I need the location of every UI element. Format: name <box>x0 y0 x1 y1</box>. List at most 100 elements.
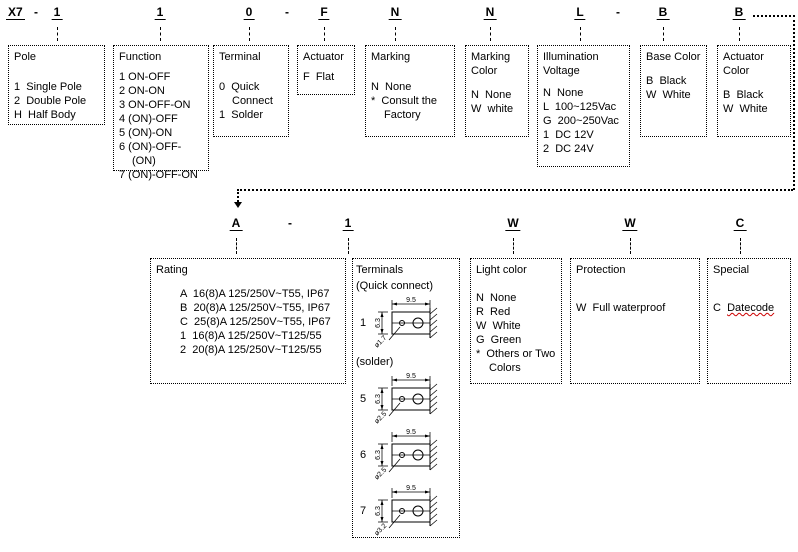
option-line: 2 20(8)A 125/250V~T125/55 <box>180 344 322 356</box>
option-line: 1 ON-OFF <box>119 71 171 83</box>
svg-text:ø1.7: ø1.7 <box>373 334 388 349</box>
routing-arrow-icon <box>234 202 242 208</box>
terminal-code: 7 <box>359 505 367 517</box>
box-title: Marking Color <box>471 51 514 77</box>
terminal-figure-list: 5 9.5 6.3 ø2.5 <box>356 371 456 539</box>
code-char-marking: N <box>388 5 402 20</box>
option-line: 7 (ON)-OFF-ON <box>119 169 198 181</box>
box-title: Terminal <box>219 51 261 63</box>
routing-dotted-line <box>753 15 795 17</box>
code-char-terminal: 0 <box>243 5 255 20</box>
option-list: B Black W White <box>723 88 785 116</box>
code-char-pole: 1 <box>51 5 63 20</box>
option-line: H Half Body <box>14 109 76 121</box>
svg-text:9.5: 9.5 <box>406 297 416 304</box>
box-title: Terminals <box>356 264 404 276</box>
svg-text:9.5: 9.5 <box>406 429 416 436</box>
marking-box: Marking N None* Consult the Factory <box>365 45 455 137</box>
option-line: 3 ON-OFF-ON <box>119 99 191 111</box>
option-line: L 100~125Vac <box>543 101 617 113</box>
terminal-code: 6 <box>359 449 367 461</box>
connector <box>663 27 664 41</box>
option-line: 2 DC 24V <box>543 143 594 155</box>
option-line: B Black <box>646 75 687 87</box>
option-list: W Full waterproof <box>576 301 694 315</box>
connector <box>395 27 396 41</box>
box-title: Marking <box>371 51 411 63</box>
code-dash: - <box>285 5 289 19</box>
option-line: W Full waterproof <box>576 302 666 314</box>
connector <box>513 238 514 254</box>
svg-text:6.3: 6.3 <box>375 450 382 460</box>
code-char-base-color: B <box>656 5 670 20</box>
routing-dotted-line <box>237 189 793 191</box>
connector <box>57 27 58 41</box>
connector <box>740 238 741 254</box>
option-line: R Red <box>476 306 511 318</box>
actuator-box: Actuator F Flat <box>297 45 355 95</box>
series-code: X7 <box>6 5 25 20</box>
option-line: 1 Single Pole <box>14 81 82 93</box>
option-line: N None <box>543 87 584 99</box>
svg-text:9.5: 9.5 <box>406 373 416 380</box>
option-line: N None <box>371 81 412 93</box>
connector <box>630 238 631 254</box>
terminals-quick-connect-label: (Quick connect) <box>356 280 434 292</box>
option-line: W White <box>646 89 691 101</box>
option-list: N None W white <box>471 88 523 116</box>
option-line: A 16(8)A 125/250V~T55, IP67 <box>180 288 330 300</box>
option-line: B 20(8)A 125/250V~T55, IP67 <box>180 302 331 314</box>
option-list: A 16(8)A 125/250V~T55, IP67 B 20(8)A 125/… <box>156 287 340 357</box>
terminal-figure: 5 9.5 6.3 ø2.5 <box>358 371 456 427</box>
marking-color-box: Marking Color N None W white <box>465 45 529 137</box>
terminal-figure: 1 9.5 6.3 ø1.7 <box>358 295 456 351</box>
terminal-figure: 7 9.5 6.3 ø3.2 <box>358 483 456 539</box>
code-char-terminals: 1 <box>342 216 354 231</box>
svg-text:6.3: 6.3 <box>375 394 382 404</box>
connector <box>580 27 581 41</box>
option-list: B Black W White <box>646 74 701 102</box>
code-char-actuator: F <box>318 5 330 20</box>
option-line: 0 Quick Connect <box>219 81 273 107</box>
terminals-solder-label: (solder) <box>356 356 394 368</box>
code-dash: - <box>288 216 292 230</box>
terminal-drawing: 9.5 6.3 ø3.2 <box>373 485 438 537</box>
code-dash: - <box>34 5 38 19</box>
box-title: Protection <box>576 264 626 276</box>
terminal-code: 1 <box>359 317 367 329</box>
code-char-special: C <box>733 216 747 231</box>
svg-text:6.3: 6.3 <box>375 506 382 516</box>
svg-text:6.3: 6.3 <box>375 318 382 328</box>
connector <box>490 27 491 41</box>
option-line: 1 Solder <box>219 109 264 121</box>
option-line: W white <box>471 103 514 115</box>
terminal-figure-list: 1 9.5 6.3 ø1.7 <box>356 295 456 351</box>
option-line: W White <box>476 320 521 332</box>
box-title: Special <box>713 264 750 276</box>
special-box: Special C Datecode <box>707 258 791 384</box>
box-title: Light color <box>476 264 527 276</box>
box-title: Function <box>119 51 162 63</box>
option-line: C Datecode <box>713 301 785 315</box>
option-label: Datecode <box>727 302 775 314</box>
routing-dotted-line <box>793 15 795 190</box>
terminal-drawing: 9.5 6.3 ø2.5 <box>373 429 438 481</box>
option-line: B Black <box>723 89 764 101</box>
connector <box>249 27 250 41</box>
terminal-figure: 6 9.5 6.3 ø2.5 <box>358 427 456 483</box>
terminal-box: Terminal 0 Quick Connect 1 Solder <box>213 45 289 137</box>
svg-text:ø2.5: ø2.5 <box>373 410 388 425</box>
option-line: W White <box>723 103 768 115</box>
option-list: F Flat <box>303 70 349 84</box>
code-char-marking-color: N <box>483 5 497 20</box>
protection-box: Protection W Full waterproof <box>570 258 700 384</box>
option-line: G Green <box>476 334 522 346</box>
option-line: N None <box>471 89 512 101</box>
option-line: 5 (ON)-ON <box>119 127 173 139</box>
